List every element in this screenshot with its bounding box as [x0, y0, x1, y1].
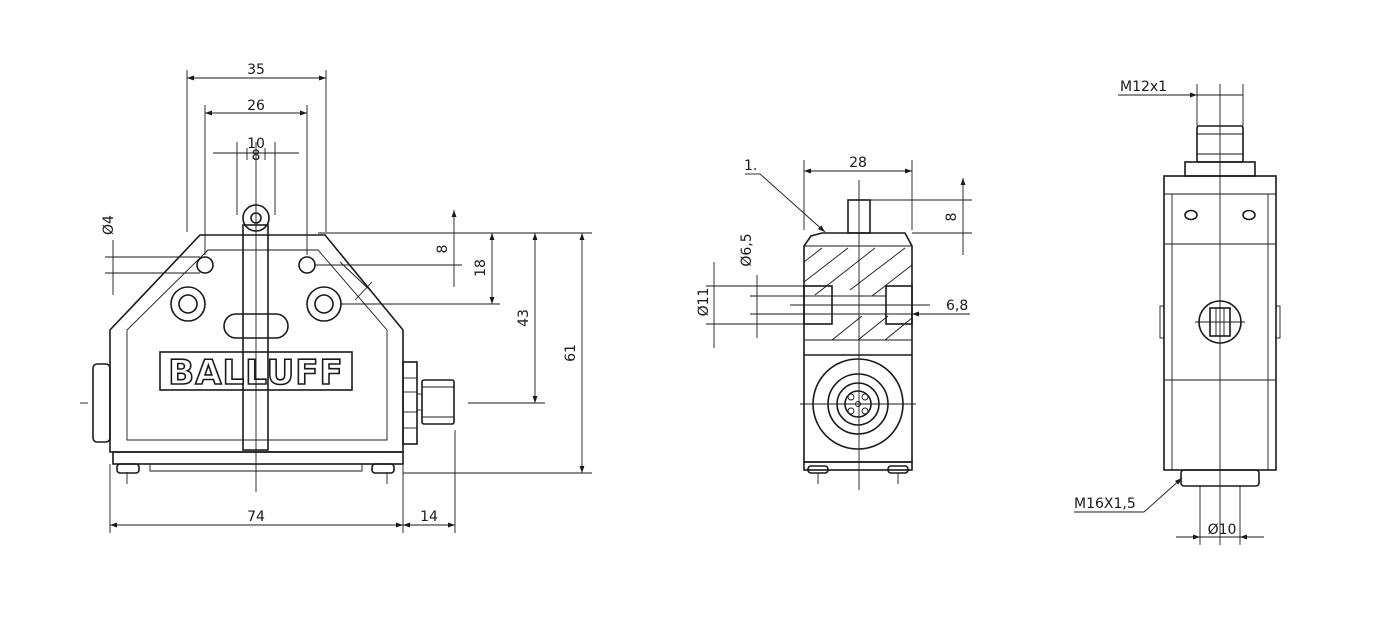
back-label-m12x1: M12x1 — [1120, 79, 1167, 95]
back-view: Ø10 M12x1 M16X1,5 — [1074, 79, 1281, 545]
dim-14: 14 — [420, 509, 438, 525]
front-base-plate — [112, 451, 404, 465]
dim-10: 10 — [247, 136, 265, 152]
front-hole-small-left — [196, 256, 214, 274]
dim-26: 26 — [247, 98, 265, 114]
front-foot-left — [116, 463, 140, 474]
front-hole-small-right — [298, 256, 316, 274]
dim-v43: 43 — [516, 309, 532, 327]
front-view: BALLUFF 35 26 10 8 — [80, 62, 592, 533]
brand-logo: BALLUFF — [168, 353, 343, 393]
dim-v61: 61 — [563, 344, 579, 362]
dim-35: 35 — [247, 62, 265, 78]
back-label-m16x1-5: M16X1,5 — [1074, 496, 1136, 512]
dim-74: 74 — [247, 509, 265, 525]
side-dim-dia6-5: Ø6,5 — [739, 233, 755, 266]
side-section-hatch — [803, 247, 913, 341]
dim-dia-4: Ø4 — [101, 215, 117, 235]
front-housing-inner — [126, 249, 388, 441]
side-base — [803, 461, 913, 471]
front-side-cap — [92, 363, 111, 443]
back-dim-dia10: Ø10 — [1208, 522, 1237, 538]
side-callout-1: 1. — [744, 158, 757, 174]
side-dim-6-8: 6,8 — [946, 298, 968, 314]
side-dim-dia11: Ø11 — [696, 288, 712, 317]
front-hole-large-right-inner — [314, 294, 334, 314]
front-connector-m12 — [421, 379, 455, 425]
side-dim-28: 28 — [849, 155, 867, 171]
front-hole-large-left-inner — [178, 294, 198, 314]
front-foot-right — [371, 463, 395, 474]
front-hole-large-right — [306, 286, 342, 322]
side-view: 28 1. 8 Ø6,5 Ø11 6,8 — [696, 155, 972, 490]
dim-v8: 8 — [435, 245, 451, 254]
side-dim-v8: 8 — [944, 213, 960, 222]
dim-8: 8 — [252, 148, 261, 164]
front-connector-base — [402, 361, 418, 445]
dim-v18: 18 — [473, 259, 489, 277]
front-housing-outline — [109, 234, 404, 453]
front-hole-large-left — [170, 286, 206, 322]
